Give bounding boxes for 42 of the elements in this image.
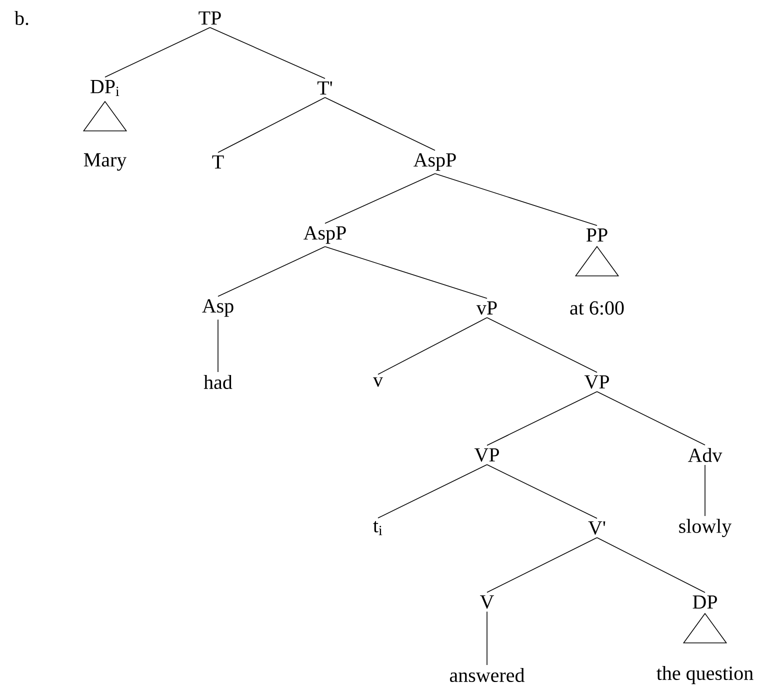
tree-label: the question <box>656 666 754 684</box>
branch-line <box>486 537 598 593</box>
tree-label: T' <box>317 81 332 95</box>
branch-line <box>434 173 598 226</box>
tree-label: AspP <box>414 153 456 171</box>
tree-label: PP <box>586 228 608 242</box>
branch-line <box>378 317 488 375</box>
tree-label: DP$_{i}$ <box>90 80 120 96</box>
branch-line <box>486 464 598 519</box>
branch-line <box>324 173 436 224</box>
branch-line <box>324 246 488 299</box>
tree-label: answered <box>450 668 524 682</box>
tree-label: V <box>480 595 494 609</box>
branch-line <box>324 97 436 151</box>
branch-line <box>486 391 598 446</box>
branch-line <box>486 611 488 666</box>
branch-line <box>218 246 326 297</box>
tree-label: DP <box>692 595 717 609</box>
tree-label: at 6:00 <box>570 301 624 315</box>
example-label: b. <box>14 10 28 26</box>
branch-line <box>210 27 326 79</box>
tree-label: TP <box>198 11 221 25</box>
tree-label: Mary <box>84 153 127 171</box>
tree-label: Adv <box>688 448 722 462</box>
tree-label: T <box>212 155 224 169</box>
branch-line <box>218 97 326 153</box>
tree-label: slowly <box>679 518 732 538</box>
tree-label: VP <box>584 375 609 389</box>
tree-label: AspP <box>304 226 346 244</box>
tree-label: V' <box>588 521 606 535</box>
tree-label: VP <box>474 448 499 462</box>
branch-line <box>104 27 210 78</box>
branch-line <box>704 464 706 516</box>
tree-label: had <box>204 374 232 390</box>
tree-label: t$_{i}$ <box>373 520 382 536</box>
branch-line <box>596 391 706 446</box>
branch-line <box>596 537 706 593</box>
tree-label: Asp <box>202 299 234 317</box>
branch-line <box>378 464 488 518</box>
tree-label: vP <box>476 301 497 315</box>
tree-label: v <box>373 377 383 387</box>
branch-line <box>486 317 598 373</box>
